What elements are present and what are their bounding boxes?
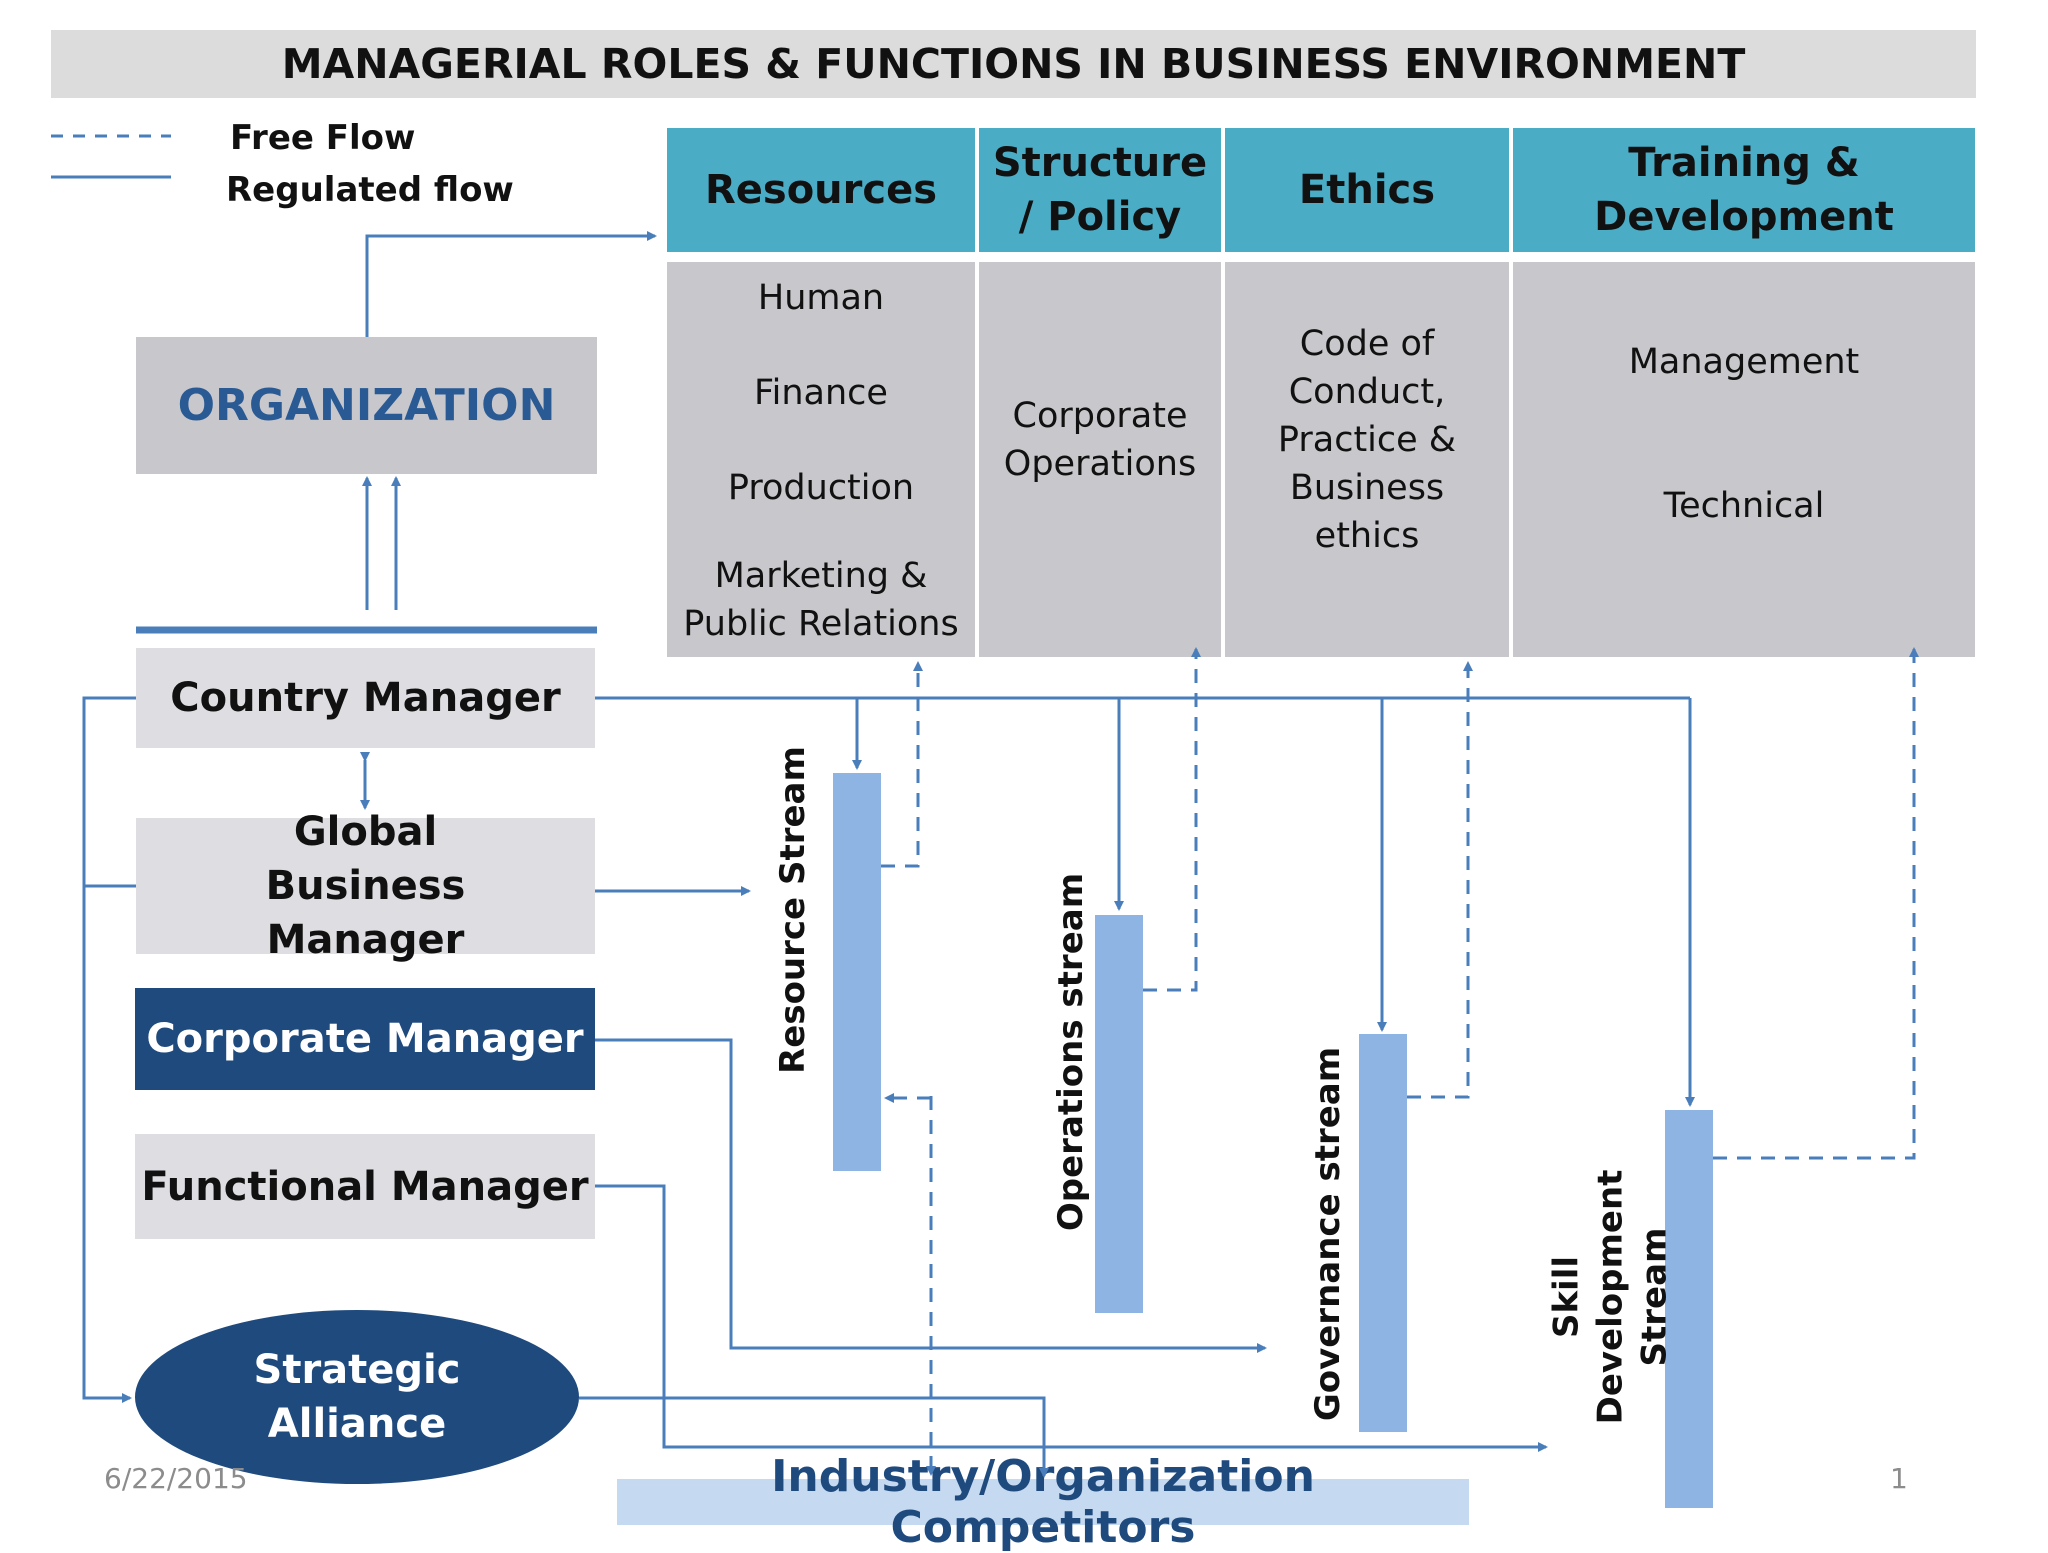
functional-manager-box: Functional Manager [135, 1134, 595, 1239]
training-technical: Technical [1663, 486, 1825, 526]
footer-page-number: 1 [1890, 1462, 1908, 1495]
header-ethics: Ethics [1225, 128, 1509, 252]
organization-box: ORGANIZATION [136, 337, 597, 474]
governance-stream-feedback [1407, 661, 1473, 1099]
cell-structure-policy: Corporate Operations [979, 262, 1221, 657]
operations-stream-feedback [1143, 647, 1201, 992]
page-title: MANAGERIAL ROLES & FUNCTIONS IN BUSINESS… [51, 30, 1976, 98]
header-training-development: Training & Development [1513, 128, 1975, 252]
legend-free-flow-label: Free Flow [230, 118, 416, 158]
header-structure-policy: Structure / Policy [979, 128, 1221, 252]
resource-stream-feedback [881, 661, 923, 868]
operations-stream-bar [1095, 915, 1143, 1313]
corporate-manager-box: Corporate Manager [135, 988, 595, 1090]
global-business-manager-box: Global Business Manager [136, 809, 595, 963]
cell-resources: Human Finance Production Marketing & Pub… [667, 262, 975, 657]
governance-stream-bar [1359, 1034, 1407, 1432]
resource-human: Human [757, 278, 885, 318]
resource-production: Production [727, 468, 915, 508]
resource-marketing: Marketing & Public Relations [683, 556, 959, 644]
structure-corporate-operations: Corporate Operations [1003, 395, 1197, 484]
skill-stream-feedback [1713, 647, 1919, 1160]
strategic-alliance-ellipse: Strategic Alliance [135, 1310, 579, 1484]
left-bracket-to-alliance [82, 696, 136, 1403]
skill-development-stream-bar [1665, 1110, 1713, 1508]
cell-ethics: Code of Conduct, Practice & Business eth… [1225, 262, 1509, 657]
legend-regulated-flow-label: Regulated flow [226, 170, 514, 210]
resource-stream-bar [833, 773, 881, 1171]
header-resources: Resources [667, 128, 975, 252]
footer-date: 6/22/2015 [104, 1462, 248, 1495]
org-to-table-arrow [365, 231, 657, 337]
country-manager-box: Country Manager [136, 648, 595, 748]
resource-finance: Finance [754, 373, 888, 413]
training-management: Management [1628, 342, 1860, 382]
functional-manager-arrow [595, 1184, 1548, 1452]
alliance-to-competitors-arrow [579, 1396, 1049, 1478]
cell-training: Management Technical [1513, 262, 1975, 657]
corporate-manager-arrow [595, 1038, 1267, 1353]
ethics-text: Code of Conduct, Practice & Business eth… [1277, 323, 1457, 556]
